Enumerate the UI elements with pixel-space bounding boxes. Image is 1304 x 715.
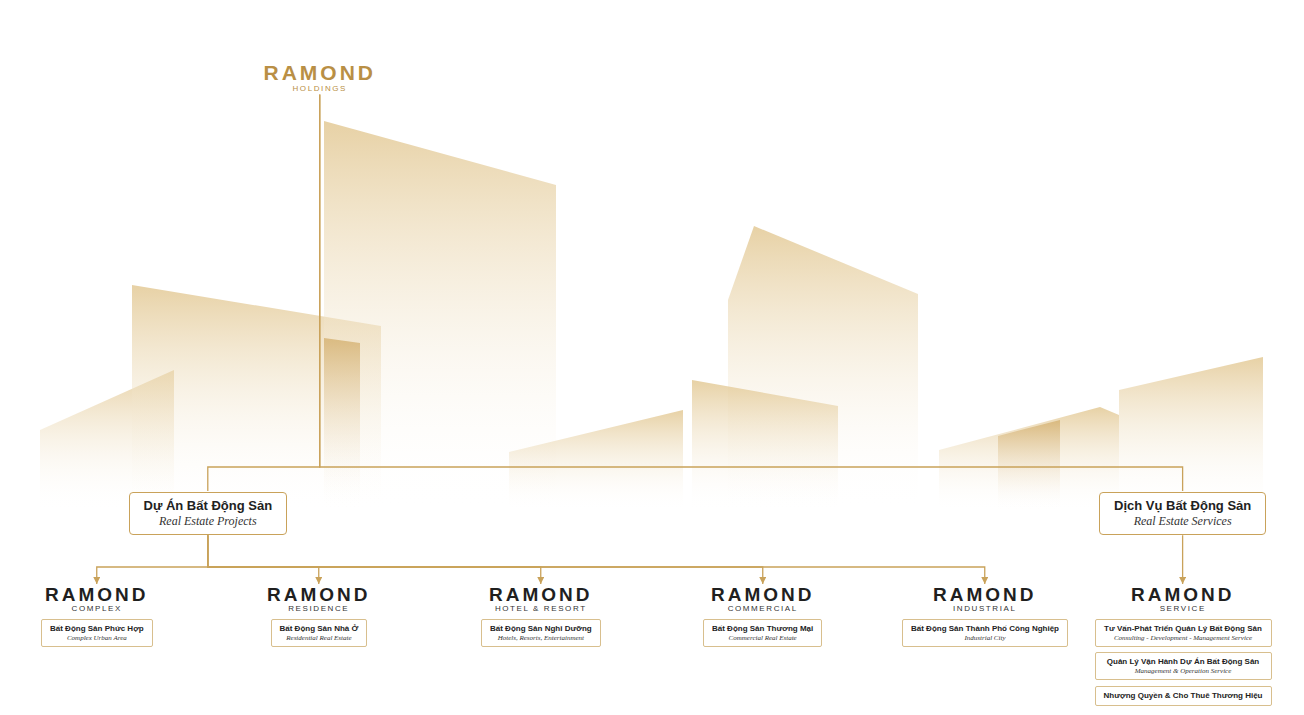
description-subtitle: Commercial Real Estate <box>712 634 813 642</box>
connector <box>208 535 763 584</box>
description-title: Bất Động Sản Thương Mại <box>712 624 813 634</box>
connector <box>208 94 320 491</box>
description-title: Bất Động Sản Nhà Ở <box>280 624 359 634</box>
building <box>939 407 1119 512</box>
connector <box>320 94 1183 491</box>
description-subtitle: Complex Urban Area <box>50 634 144 642</box>
logo-subtitle: HOLDINGS <box>264 84 377 94</box>
description-subtitle: Industrial City <box>911 634 1059 642</box>
brand-wordmark: RAMOND <box>489 585 593 604</box>
brand-subtitle: COMPLEX <box>45 604 149 614</box>
service-title: Nhượng Quyền & Cho Thuê Thương Hiệu <box>1104 691 1263 701</box>
brand-subtitle: HOTEL & RESORT <box>489 604 593 614</box>
logo-wordmark: RAMOND <box>264 62 377 84</box>
brand-wordmark: RAMOND <box>933 585 1037 604</box>
building <box>692 380 838 512</box>
connector <box>208 535 985 584</box>
building <box>1119 357 1263 512</box>
description-title: Bất Động Sản Thành Phố Công Nghiệp <box>911 624 1059 634</box>
brand-subtitle: RESIDENCE <box>267 604 371 614</box>
building <box>324 338 360 512</box>
brand-wordmark: RAMOND <box>267 585 371 604</box>
brand-logo: RAMONDCOMPLEX <box>45 585 149 614</box>
division-subtitle: Real Estate Projects <box>144 514 273 529</box>
service-box: Tư Vấn-Phát Triển Quản Lý Bất Động SảnCo… <box>1095 619 1272 647</box>
connector <box>208 535 541 584</box>
brand-wordmark: RAMOND <box>711 585 815 604</box>
brand-logo: RAMONDINDUSTRIAL <box>933 585 1037 614</box>
service-title: Tư Vấn-Phát Triển Quản Lý Bất Động Sản <box>1104 624 1263 634</box>
division-subtitle: Real Estate Services <box>1114 514 1251 529</box>
description-title: Bất Động Sản Nghỉ Dưỡng <box>490 624 592 634</box>
brand-wordmark: RAMOND <box>1131 585 1235 604</box>
service-subtitle: Consulting - Development - Management Se… <box>1104 634 1263 642</box>
connector <box>1182 535 1183 584</box>
description-title: Bất Động Sản Phức Hợp <box>50 624 144 634</box>
division-title: Dự Án Bất Động Sản <box>144 498 273 514</box>
division-box: Dịch Vụ Bất Động SảnReal Estate Services <box>1099 492 1266 535</box>
description-box: Bất Động Sản Nghỉ DưỡngHotels, Resorts, … <box>481 619 601 647</box>
service-subtitle: Management & Operation Service <box>1104 667 1263 675</box>
brand-subtitle: SERVICE <box>1131 604 1235 614</box>
service-box: Quản Lý Vận Hành Dự Án Bất Động SảnManag… <box>1095 652 1272 680</box>
connector <box>208 535 319 584</box>
division-box: Dự Án Bất Động SảnReal Estate Projects <box>129 492 288 535</box>
description-box: Bất Động Sản Thương MạiCommercial Real E… <box>703 619 822 647</box>
description-box: Bất Động Sản Phức HợpComplex Urban Area <box>41 619 153 647</box>
description-subtitle: Residential Real Estate <box>280 634 359 642</box>
brand-logo: RAMONDCOMMERCIAL <box>711 585 815 614</box>
connector <box>97 535 208 584</box>
building <box>998 420 1060 512</box>
service-title: Quản Lý Vận Hành Dự Án Bất Động Sản <box>1104 657 1263 667</box>
service-box: Nhượng Quyền & Cho Thuê Thương Hiệu <box>1095 686 1272 706</box>
brand-logo: RAMONDHOTEL & RESORT <box>489 585 593 614</box>
company-logo: RAMONDHOLDINGS <box>264 62 377 94</box>
building <box>509 410 683 512</box>
description-subtitle: Hotels, Resorts, Entertainment <box>490 634 592 642</box>
description-box: Bất Động Sản Nhà ỞResidential Real Estat… <box>271 619 368 647</box>
buildings <box>40 121 1263 512</box>
brand-subtitle: INDUSTRIAL <box>933 604 1037 614</box>
division-title: Dịch Vụ Bất Động Sản <box>1114 498 1251 514</box>
brand-logo: RAMONDRESIDENCE <box>267 585 371 614</box>
brand-logo: RAMONDSERVICE <box>1131 585 1235 614</box>
description-box: Bất Động Sản Thành Phố Công NghiệpIndust… <box>902 619 1068 647</box>
brand-subtitle: COMMERCIAL <box>711 604 815 614</box>
brand-wordmark: RAMOND <box>45 585 149 604</box>
